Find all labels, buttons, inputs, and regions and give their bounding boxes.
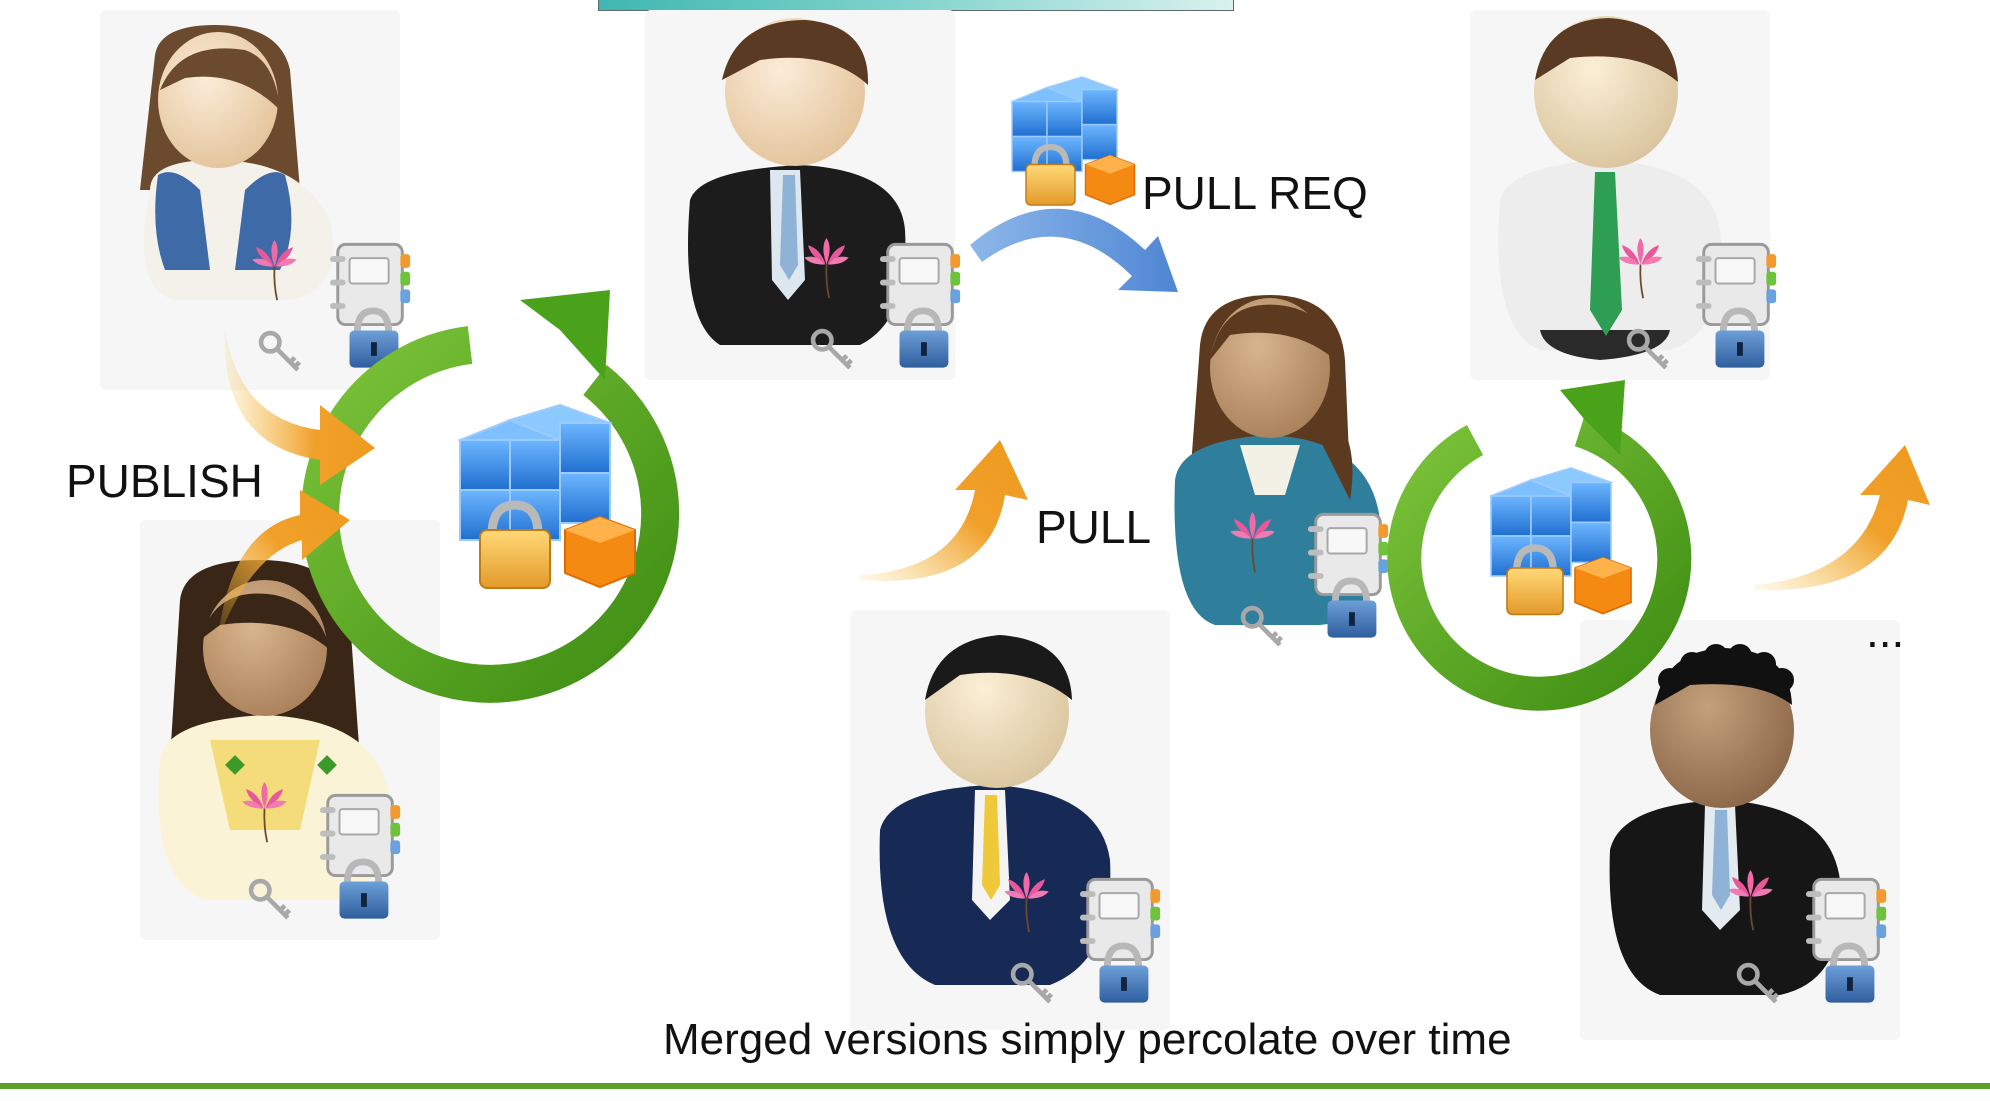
notebook-icon bbox=[1696, 244, 1776, 367]
publish-label: PUBLISH bbox=[66, 455, 263, 507]
person-icon bbox=[1498, 16, 1722, 360]
person-icon bbox=[688, 18, 906, 345]
person-icon bbox=[1609, 644, 1842, 995]
person-icon bbox=[140, 25, 334, 300]
percolate-arrow-icon bbox=[1755, 445, 1930, 591]
notebook-icon bbox=[1080, 879, 1160, 1002]
repository-cube-icon bbox=[1012, 77, 1135, 205]
ellipsis-label: ... bbox=[1866, 605, 1905, 657]
publish-arrow-icon bbox=[224, 330, 375, 485]
publish-arrow-icon bbox=[218, 490, 350, 640]
bottom-rule bbox=[0, 1083, 1990, 1089]
key-icon bbox=[261, 333, 299, 370]
caption: Merged versions simply percolate over ti… bbox=[663, 1015, 1512, 1064]
notebook-icon bbox=[320, 795, 400, 918]
pull-request-label: PULL REQ bbox=[1142, 167, 1368, 219]
pull-request-arrow-icon bbox=[970, 208, 1178, 292]
notebook-icon bbox=[880, 244, 960, 367]
percolate-arrow-icon bbox=[860, 440, 1028, 581]
notebook-icon bbox=[1806, 879, 1886, 1002]
person-icon bbox=[879, 635, 1111, 985]
cycle-arrow-icon bbox=[301, 290, 680, 703]
repository-cube-icon bbox=[1491, 468, 1631, 614]
repository-cube-icon bbox=[460, 405, 635, 588]
pull-label: PULL bbox=[1036, 501, 1152, 553]
cycle-arrow-icon bbox=[1387, 380, 1692, 711]
